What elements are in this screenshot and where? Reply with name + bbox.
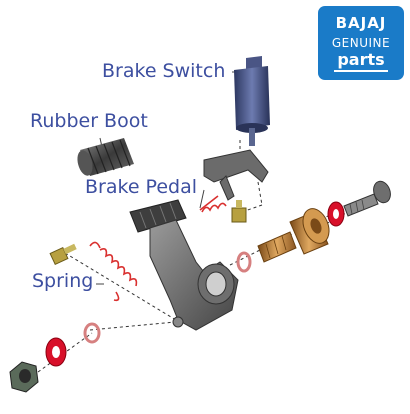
- return-spring-small-part: [199, 195, 227, 213]
- red-washer-right-part: [327, 201, 345, 227]
- brake-switch-part: [234, 56, 270, 146]
- brass-bolt-center-part: [231, 200, 247, 223]
- washer-lower-part: [83, 322, 101, 344]
- logo-parts: parts: [337, 50, 385, 69]
- spring-label: Spring: [32, 270, 94, 292]
- logo-genuine: GENUINE: [331, 36, 391, 50]
- switch-bracket-part: [203, 149, 269, 201]
- logo-brand: BAJAJ: [335, 14, 387, 32]
- rubber-boot-part: [77, 138, 134, 176]
- brake-pedal-label: Brake Pedal: [85, 176, 197, 198]
- brake-switch-label: Brake Switch: [102, 60, 226, 82]
- brass-pin-part: [257, 231, 297, 263]
- red-washer-lower-part: [45, 337, 67, 367]
- brake-pedal-part: [129, 199, 239, 331]
- brass-bolt-left-part: [49, 243, 77, 266]
- pivot-bolt-part: [343, 180, 391, 217]
- rubber-boot-label: Rubber Boot: [30, 110, 148, 132]
- bajaj-genuine-parts-logo: BAJAJ GENUINE parts: [318, 6, 404, 80]
- spring-part: [89, 241, 138, 302]
- logo-underline: [334, 70, 388, 72]
- bushing-part: [289, 208, 330, 255]
- nut-part: [9, 361, 39, 393]
- washer-pedal-part: [236, 251, 252, 273]
